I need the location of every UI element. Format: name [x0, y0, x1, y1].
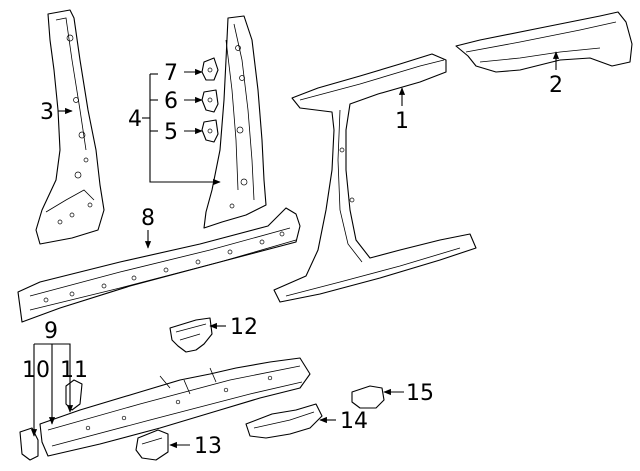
- part-1-side-frame[interactable]: [273, 53, 477, 303]
- part-4-center-pillar[interactable]: [203, 15, 267, 229]
- callout-14: 14: [340, 409, 368, 434]
- callout-3: 3: [40, 100, 54, 125]
- callout-9: 9: [44, 319, 58, 344]
- part-2-roof-rail[interactable]: [455, 11, 633, 73]
- part-6-bracket[interactable]: [201, 89, 219, 113]
- callout-5: 5: [164, 120, 178, 145]
- callout-labels: 1 2 3 4 5 6 7 8 9 10 11 12 13 14 15: [22, 61, 563, 459]
- callout-6: 6: [164, 89, 178, 114]
- callout-2: 2: [549, 73, 563, 98]
- callout-15: 15: [406, 381, 434, 406]
- callout-7: 7: [164, 61, 178, 86]
- part-13-bracket[interactable]: [135, 429, 169, 461]
- part-11-bracket[interactable]: [65, 379, 83, 411]
- callout-8: 8: [141, 206, 155, 231]
- callout-11: 11: [60, 358, 88, 383]
- part-15-bracket[interactable]: [351, 385, 385, 409]
- leader-lines: [30, 51, 560, 449]
- part-8-rocker-panel[interactable]: [17, 207, 301, 323]
- part-12-bracket[interactable]: [169, 317, 213, 353]
- part-5-bracket[interactable]: [201, 119, 219, 143]
- callout-10: 10: [22, 358, 50, 383]
- part-9-rocker-reinforcement[interactable]: [39, 357, 311, 457]
- callout-1: 1: [395, 109, 409, 134]
- callout-12: 12: [230, 315, 258, 340]
- callout-13: 13: [194, 434, 222, 459]
- part-10-bracket[interactable]: [19, 427, 39, 461]
- part-7-bracket[interactable]: [201, 57, 219, 81]
- part-14-bracket[interactable]: [245, 403, 323, 439]
- callout-4: 4: [128, 107, 142, 132]
- part-3-pillar-reinforcement[interactable]: [35, 9, 105, 245]
